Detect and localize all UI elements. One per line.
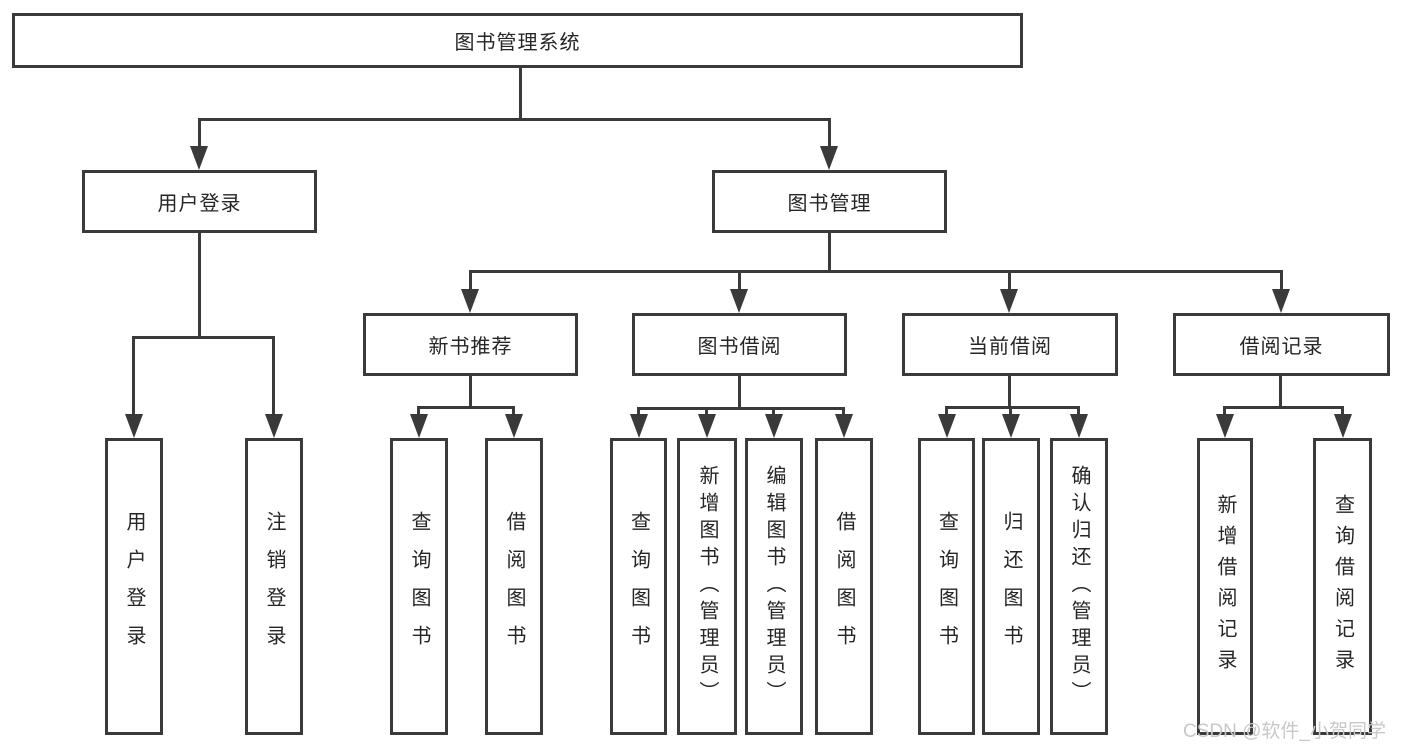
leaf-bb-query-book-label: 查询图书 xyxy=(627,510,650,663)
leaf-logout-label: 注销登录 xyxy=(263,510,285,663)
connector-new-book-stem xyxy=(469,376,472,406)
leaf-nb-borrow-book-label: 借阅图书 xyxy=(503,510,525,663)
leaf-cb-return-book-label: 归还图书 xyxy=(1000,510,1022,663)
node-user-login: 用户登录 xyxy=(82,170,317,233)
connector-borrow-records-drop xyxy=(1280,270,1283,293)
arrowhead-book-mgmt xyxy=(820,146,838,170)
connector-nb-leaf2-drop xyxy=(512,406,515,418)
connector-bb-leaf1-drop xyxy=(637,407,640,418)
connector-user-login-stem xyxy=(198,233,201,336)
arrowhead-cb-leaf3 xyxy=(1070,414,1088,438)
connector-cb-leaf2-drop xyxy=(1009,406,1012,418)
leaf-br-query-record-label: 查询借阅记录 xyxy=(1331,493,1354,680)
node-root: 图书管理系统 xyxy=(12,13,1023,68)
leaf-cb-confirm-return-admin-label: 确认归还（管理员） xyxy=(1068,465,1090,708)
arrowhead-user-login xyxy=(190,146,208,170)
connector-book-mgmt-hline xyxy=(469,270,1283,273)
connector-borrow-records-hline xyxy=(1223,406,1344,409)
connector-cb-leaf1-drop xyxy=(945,406,948,418)
leaf-logout: 注销登录 xyxy=(245,438,303,735)
leaf-br-add-record: 新增借阅记录 xyxy=(1197,438,1253,735)
connector-book-mgmt-stem xyxy=(828,233,831,270)
connector-book-mgmt-drop xyxy=(828,118,831,150)
arrowhead-leaf-login xyxy=(125,414,143,438)
node-user-login-label: 用户登录 xyxy=(157,193,242,215)
connector-current-borrow-hline xyxy=(945,406,1080,409)
arrowhead-br-leaf1 xyxy=(1216,414,1234,438)
leaf-cb-query-book-label: 查询图书 xyxy=(935,510,958,663)
node-new-book-recommend: 新书推荐 xyxy=(363,313,578,376)
leaf-cb-confirm-return-admin: 确认归还（管理员） xyxy=(1050,438,1108,735)
leaf-nb-borrow-book: 借阅图书 xyxy=(485,438,543,735)
leaf-bb-add-book-admin: 新增图书（管理员） xyxy=(677,438,737,735)
leaf-bb-borrow-book-label: 借阅图书 xyxy=(833,510,855,663)
leaf-bb-edit-book-admin-label: 编辑图书（管理员） xyxy=(763,465,785,708)
leaf-bb-edit-book-admin: 编辑图书（管理员） xyxy=(745,438,803,735)
leaf-bb-borrow-book: 借阅图书 xyxy=(815,438,873,735)
connector-nb-leaf1-drop xyxy=(417,406,420,418)
arrowhead-br-leaf2 xyxy=(1334,414,1352,438)
connector-new-book-hline xyxy=(417,406,515,409)
arrowhead-book-borrow xyxy=(730,289,748,313)
arrowhead-nb-leaf1 xyxy=(410,414,428,438)
arrowhead-new-book xyxy=(461,289,479,313)
arrowhead-bb-leaf3 xyxy=(765,414,783,438)
leaf-user-login: 用户登录 xyxy=(105,438,163,735)
connector-cb-leaf3-drop xyxy=(1077,406,1080,418)
arrowhead-cb-leaf1 xyxy=(938,414,956,438)
connector-br-leaf2-drop xyxy=(1341,406,1344,418)
leaf-cb-return-book: 归还图书 xyxy=(982,438,1040,735)
connector-current-borrow-stem xyxy=(1008,376,1011,406)
csdn-watermark: CSDN @软件_小贺同学 xyxy=(1183,721,1386,742)
connector-current-borrow-drop xyxy=(1008,270,1011,293)
connector-bb-leaf4-drop xyxy=(842,407,845,418)
arrowhead-bb-leaf4 xyxy=(835,414,853,438)
connector-user-login-hline xyxy=(132,336,275,339)
node-root-label: 图书管理系统 xyxy=(454,32,581,54)
leaf-br-add-record-label: 新增借阅记录 xyxy=(1214,493,1236,680)
connector-leaf-logout-drop xyxy=(272,336,275,416)
leaf-br-query-record: 查询借阅记录 xyxy=(1313,438,1372,735)
connector-bb-leaf2-drop xyxy=(705,407,708,418)
arrowhead-bb-leaf2 xyxy=(698,414,716,438)
node-book-borrow-label: 图书借阅 xyxy=(697,336,782,358)
connector-root-stem xyxy=(519,66,522,118)
leaf-nb-query-book: 查询图书 xyxy=(390,438,448,735)
node-borrow-records-label: 借阅记录 xyxy=(1239,336,1324,358)
leaf-bb-query-book: 查询图书 xyxy=(610,438,667,735)
node-book-management: 图书管理 xyxy=(712,170,947,233)
leaf-cb-query-book: 查询图书 xyxy=(918,438,975,735)
connector-leaf-login-drop xyxy=(132,336,135,416)
node-book-management-label: 图书管理 xyxy=(787,193,872,215)
connector-book-borrow-hline xyxy=(637,407,845,410)
connector-book-borrow-stem xyxy=(738,376,741,407)
connector-br-leaf1-drop xyxy=(1223,406,1226,418)
node-borrow-records: 借阅记录 xyxy=(1173,313,1390,376)
leaf-user-login-label: 用户登录 xyxy=(123,510,145,663)
node-book-borrow: 图书借阅 xyxy=(632,313,847,376)
connector-bb-leaf3-drop xyxy=(772,407,775,418)
connector-new-book-drop xyxy=(469,270,472,293)
connector-root-hline xyxy=(198,118,831,121)
connector-book-borrow-drop xyxy=(738,270,741,293)
leaf-nb-query-book-label: 查询图书 xyxy=(408,510,430,663)
leaf-bb-add-book-admin-label: 新增图书（管理员） xyxy=(696,465,718,708)
node-current-borrow-label: 当前借阅 xyxy=(968,336,1052,358)
connector-user-login-drop xyxy=(198,118,201,150)
node-current-borrow: 当前借阅 xyxy=(902,313,1118,376)
arrowhead-nb-leaf2 xyxy=(505,414,523,438)
arrowhead-borrow-records xyxy=(1272,289,1290,313)
arrowhead-bb-leaf1 xyxy=(630,414,648,438)
connector-borrow-records-stem xyxy=(1279,376,1282,406)
arrowhead-current-borrow xyxy=(1000,289,1018,313)
arrowhead-cb-leaf2 xyxy=(1002,414,1020,438)
arrowhead-leaf-logout xyxy=(265,414,283,438)
node-new-book-recommend-label: 新书推荐 xyxy=(428,336,513,358)
